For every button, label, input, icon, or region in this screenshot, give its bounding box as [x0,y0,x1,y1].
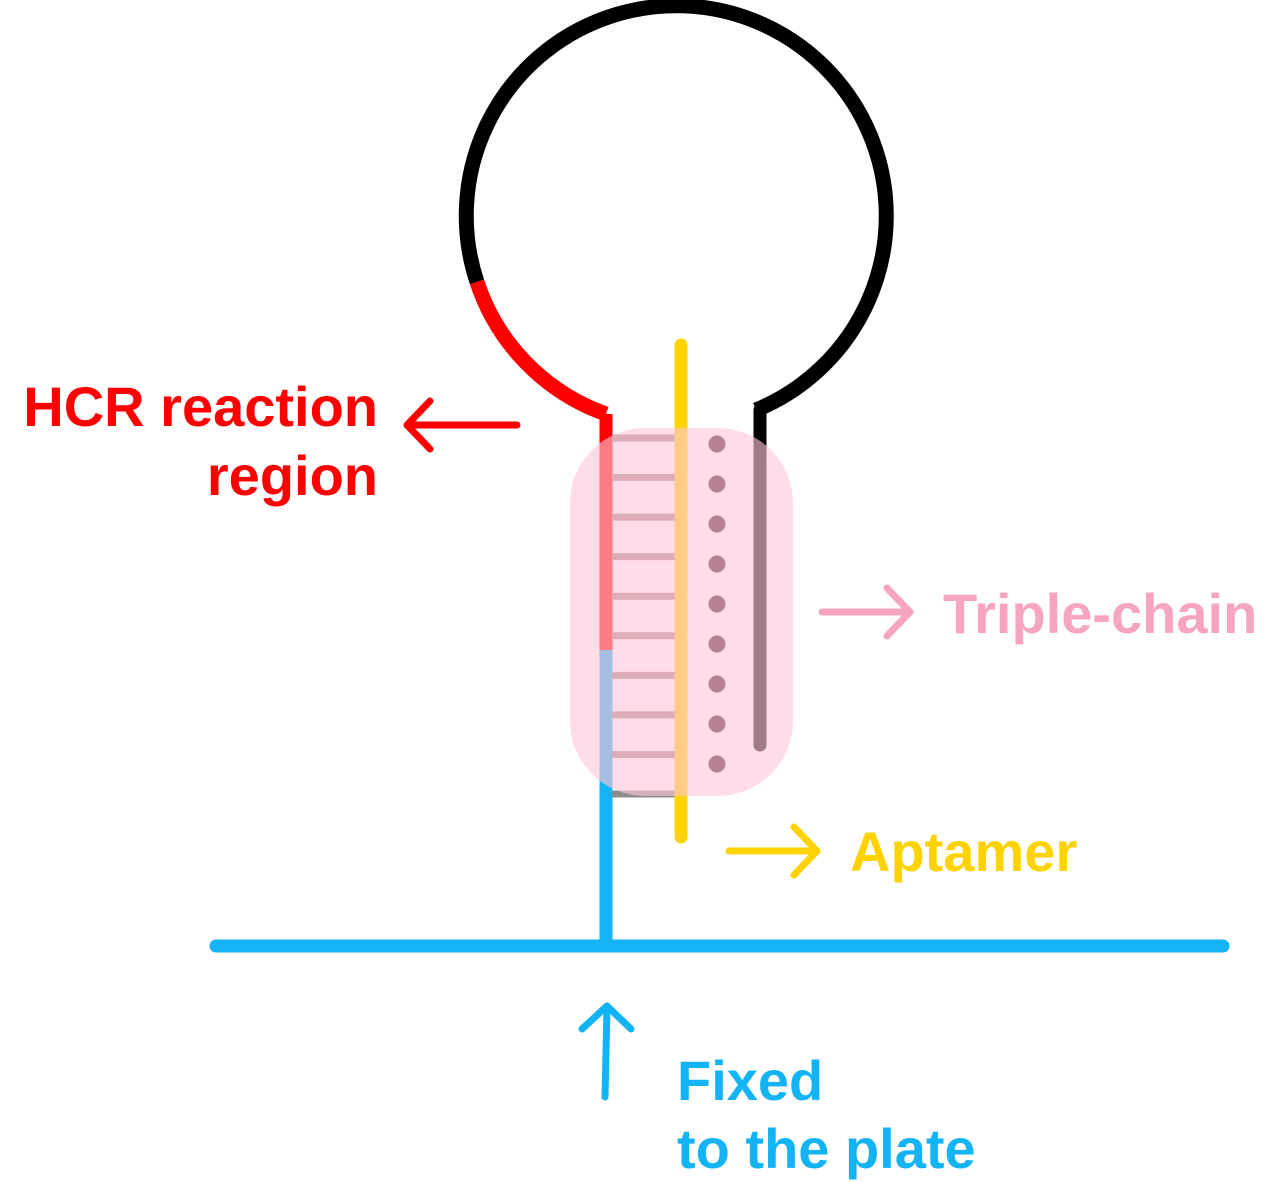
hcr-label-line2: region [207,444,378,507]
triple-chain-arrow [818,584,914,640]
hairpin-loop [458,0,894,417]
triple-chain-label: Triple-chain [943,582,1257,645]
hcr-loop-segment [469,279,609,422]
aptamer-arrow [725,823,821,879]
aptamer-label: Aptamer [850,820,1077,883]
fixed-arrow [578,1002,635,1101]
fixed-label-line2: to the plate [677,1117,976,1180]
triple-chain-highlight [570,428,793,796]
hcr-label-line1: HCR reaction [23,375,378,438]
hcr-arrow [403,397,521,453]
fixed-label-line1: Fixed [677,1049,823,1112]
